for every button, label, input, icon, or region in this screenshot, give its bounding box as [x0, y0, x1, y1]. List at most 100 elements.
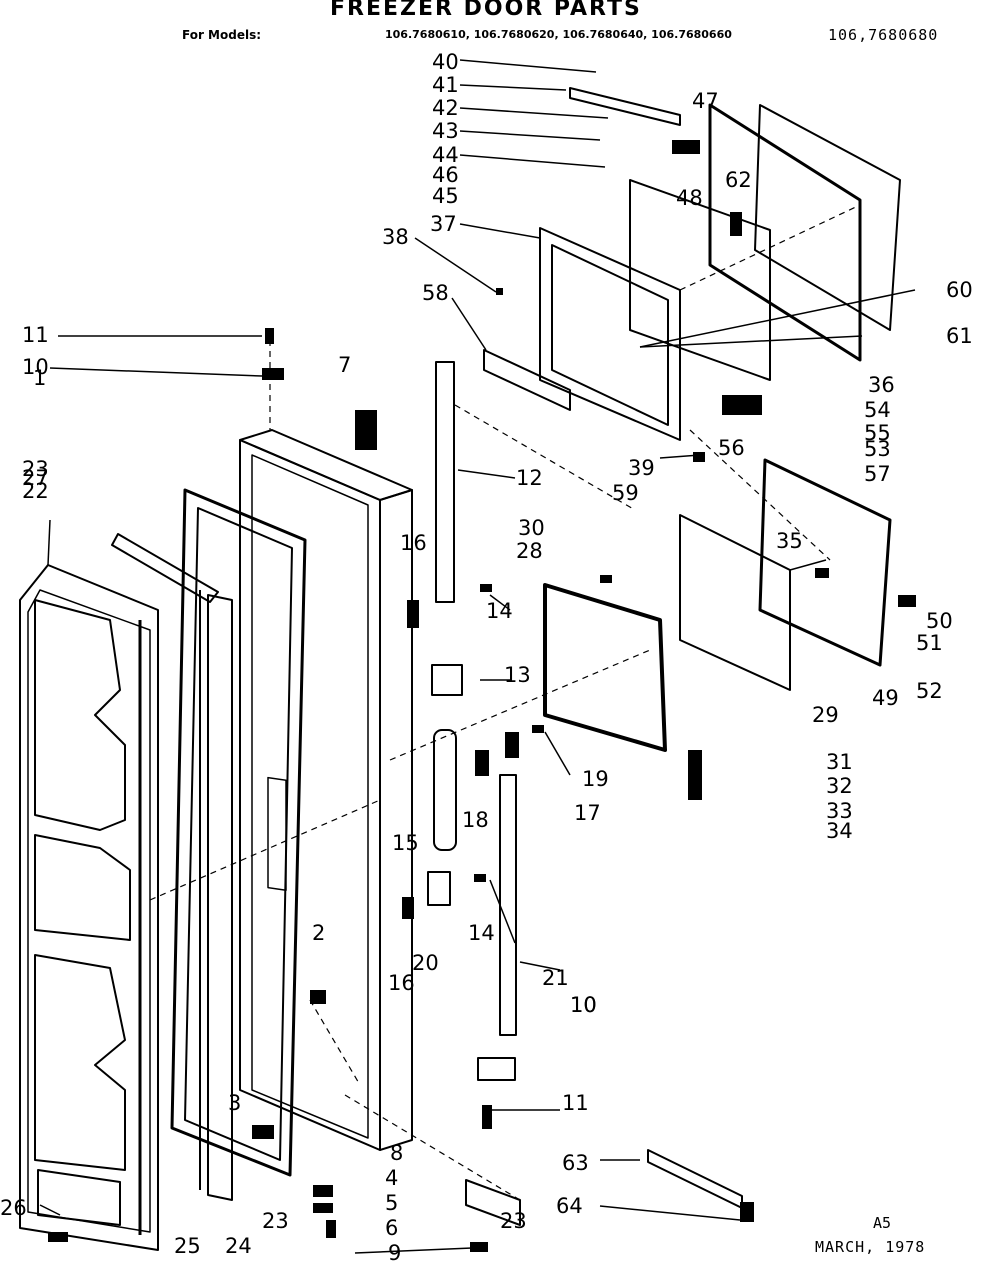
part-callout-3: 3 [228, 1091, 241, 1115]
part-callout-57: 57 [864, 462, 891, 486]
breaker-strip-part [207, 594, 233, 1201]
part-callout-42: 42 [432, 96, 459, 120]
part-callout-34: 34 [826, 819, 853, 843]
part-62 [730, 212, 742, 236]
door-panel-part [239, 429, 413, 1151]
part-callout-21: 21 [542, 966, 569, 990]
part-callout-41: 41 [432, 73, 459, 97]
part-50-52 [898, 595, 916, 607]
hinge-bar-bottom-part [499, 774, 517, 1036]
part-callout-26: 26 [0, 1196, 27, 1220]
part-callout-8: 8 [390, 1141, 403, 1165]
part-callout-4: 4 [385, 1166, 398, 1190]
part-callout-11: 11 [22, 323, 49, 347]
part-callout-44: 44 [432, 143, 459, 167]
models-list: 106.7680610, 106.7680620, 106.7680640, 1… [385, 28, 732, 41]
part-callout-40: 40 [432, 50, 459, 74]
part-callout-29: 29 [812, 703, 839, 727]
callout-labels: 1234567891010101111121314141516161718192… [0, 50, 973, 1263]
part-callout-13: 13 [504, 663, 531, 687]
part-callout-14: 14 [468, 921, 495, 945]
part-callout-59: 59 [612, 481, 639, 505]
part-callout-15: 15 [392, 831, 419, 855]
spring-16-top [407, 600, 419, 628]
part-callout-35: 35 [776, 529, 803, 553]
part-callout-2: 2 [312, 921, 325, 945]
part-callout-23: 23 [22, 457, 49, 481]
part-callout-19: 19 [582, 767, 609, 791]
clip-18 [475, 750, 489, 776]
part-callout-49: 49 [872, 686, 899, 710]
part-callout-10: 10 [570, 993, 597, 1017]
screw-11-top [265, 328, 274, 344]
cap-3 [252, 1125, 274, 1139]
plate-5 [313, 1203, 333, 1213]
part-31-34 [688, 750, 702, 800]
part-callout-62: 62 [725, 168, 752, 192]
cap-64 [740, 1202, 754, 1222]
part-53-57 [722, 395, 762, 415]
hinge-bar-top-part [435, 361, 455, 603]
page-title: FREEZER DOOR PARTS [330, 0, 642, 21]
top-strip-part [569, 87, 681, 126]
part-callout-43: 43 [432, 119, 459, 143]
part-callout-32: 32 [826, 774, 853, 798]
screw-26 [48, 1232, 68, 1242]
hinge-bracket-part [431, 664, 463, 696]
part-callout-7: 7 [338, 353, 351, 377]
tube-part [433, 729, 457, 851]
part-callout-10: 10 [570, 993, 597, 1017]
part-callout-9: 9 [388, 1241, 401, 1263]
plate-4 [313, 1185, 333, 1197]
dispenser-housing-part [539, 227, 681, 441]
screw-11-bottom [482, 1105, 492, 1129]
part-callout-18: 18 [462, 808, 489, 832]
part-callout-63: 63 [562, 1151, 589, 1175]
part-callout-47: 47 [692, 89, 719, 113]
part-callout-12: 12 [516, 466, 543, 490]
screw-6 [326, 1220, 336, 1238]
part-callout-23: 23 [262, 1209, 289, 1233]
part-callout-23: 23 [500, 1209, 527, 1233]
part-callout-16: 16 [388, 971, 415, 995]
stop-2 [310, 990, 326, 1004]
part-callout-20: 20 [412, 951, 439, 975]
glass-part [754, 104, 901, 331]
ice-chute-box-part [679, 514, 791, 691]
part-callout-5: 5 [385, 1191, 398, 1215]
part-callout-64: 64 [556, 1194, 583, 1218]
part-39 [693, 452, 705, 462]
part-callout-53: 53 [864, 437, 891, 461]
part-callout-51: 51 [916, 631, 943, 655]
part-callout-24: 24 [225, 1234, 252, 1258]
part-callout-16: 16 [400, 531, 427, 555]
part-callout-1: 1 [33, 366, 46, 390]
part-callout-17: 17 [574, 801, 601, 825]
screw-38 [496, 288, 503, 295]
chute-gasket-part [758, 458, 892, 667]
part-47-48 [672, 140, 700, 154]
part-callout-28: 28 [516, 539, 543, 563]
models-label: For Models: [182, 28, 262, 42]
part-callout-39: 39 [628, 456, 655, 480]
hinge-10-top [262, 368, 284, 380]
trim-strip-part [647, 1149, 743, 1209]
part-callout-50: 50 [926, 609, 953, 633]
models-extra: 106,7680680 [828, 26, 939, 44]
part-callout-45: 45 [432, 184, 459, 208]
part-callout-27: 27 [22, 466, 49, 490]
part-30 [600, 575, 612, 583]
sheet-date: MARCH, 1978 [815, 1238, 926, 1256]
part-callout-31: 31 [826, 750, 853, 774]
bracket-17 [505, 732, 519, 758]
spring-16-bottom [402, 897, 414, 919]
hinge-top-part [477, 1057, 516, 1081]
frame-part [543, 583, 667, 752]
screw-14-top [480, 584, 492, 592]
sheet-code: A5 [873, 1214, 892, 1232]
part-callout-48: 48 [676, 186, 703, 210]
part-callout-36: 36 [868, 373, 895, 397]
plate-part [629, 179, 771, 381]
